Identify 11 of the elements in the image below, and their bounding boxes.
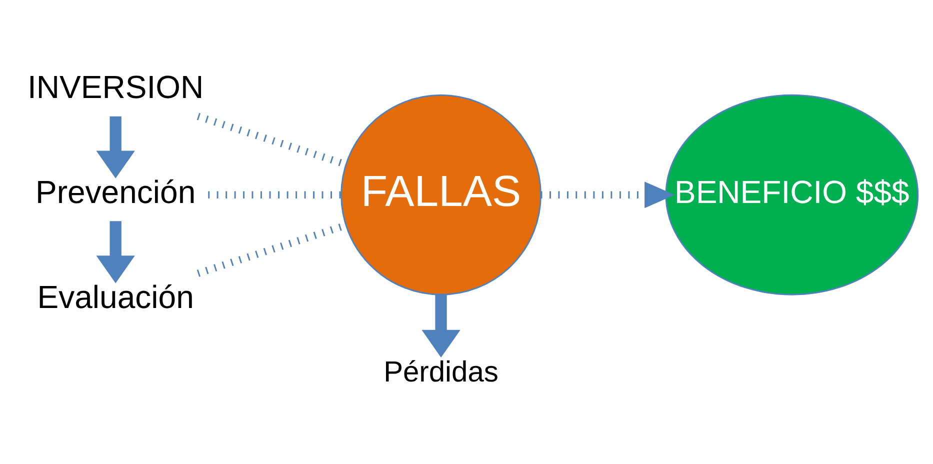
node-text: Evaluación [37,278,194,315]
node-text: Prevención [35,174,196,210]
arrow [96,116,135,178]
connector [208,191,341,198]
arrow [96,221,135,284]
node-circle: FALLAS [340,94,542,296]
node-ellipse: BENEFICIO $$$ [665,94,919,296]
node-text: INVERSION [28,69,204,106]
node-text: Pérdidas [384,356,498,388]
arrow [540,182,675,208]
arrow [422,294,460,358]
